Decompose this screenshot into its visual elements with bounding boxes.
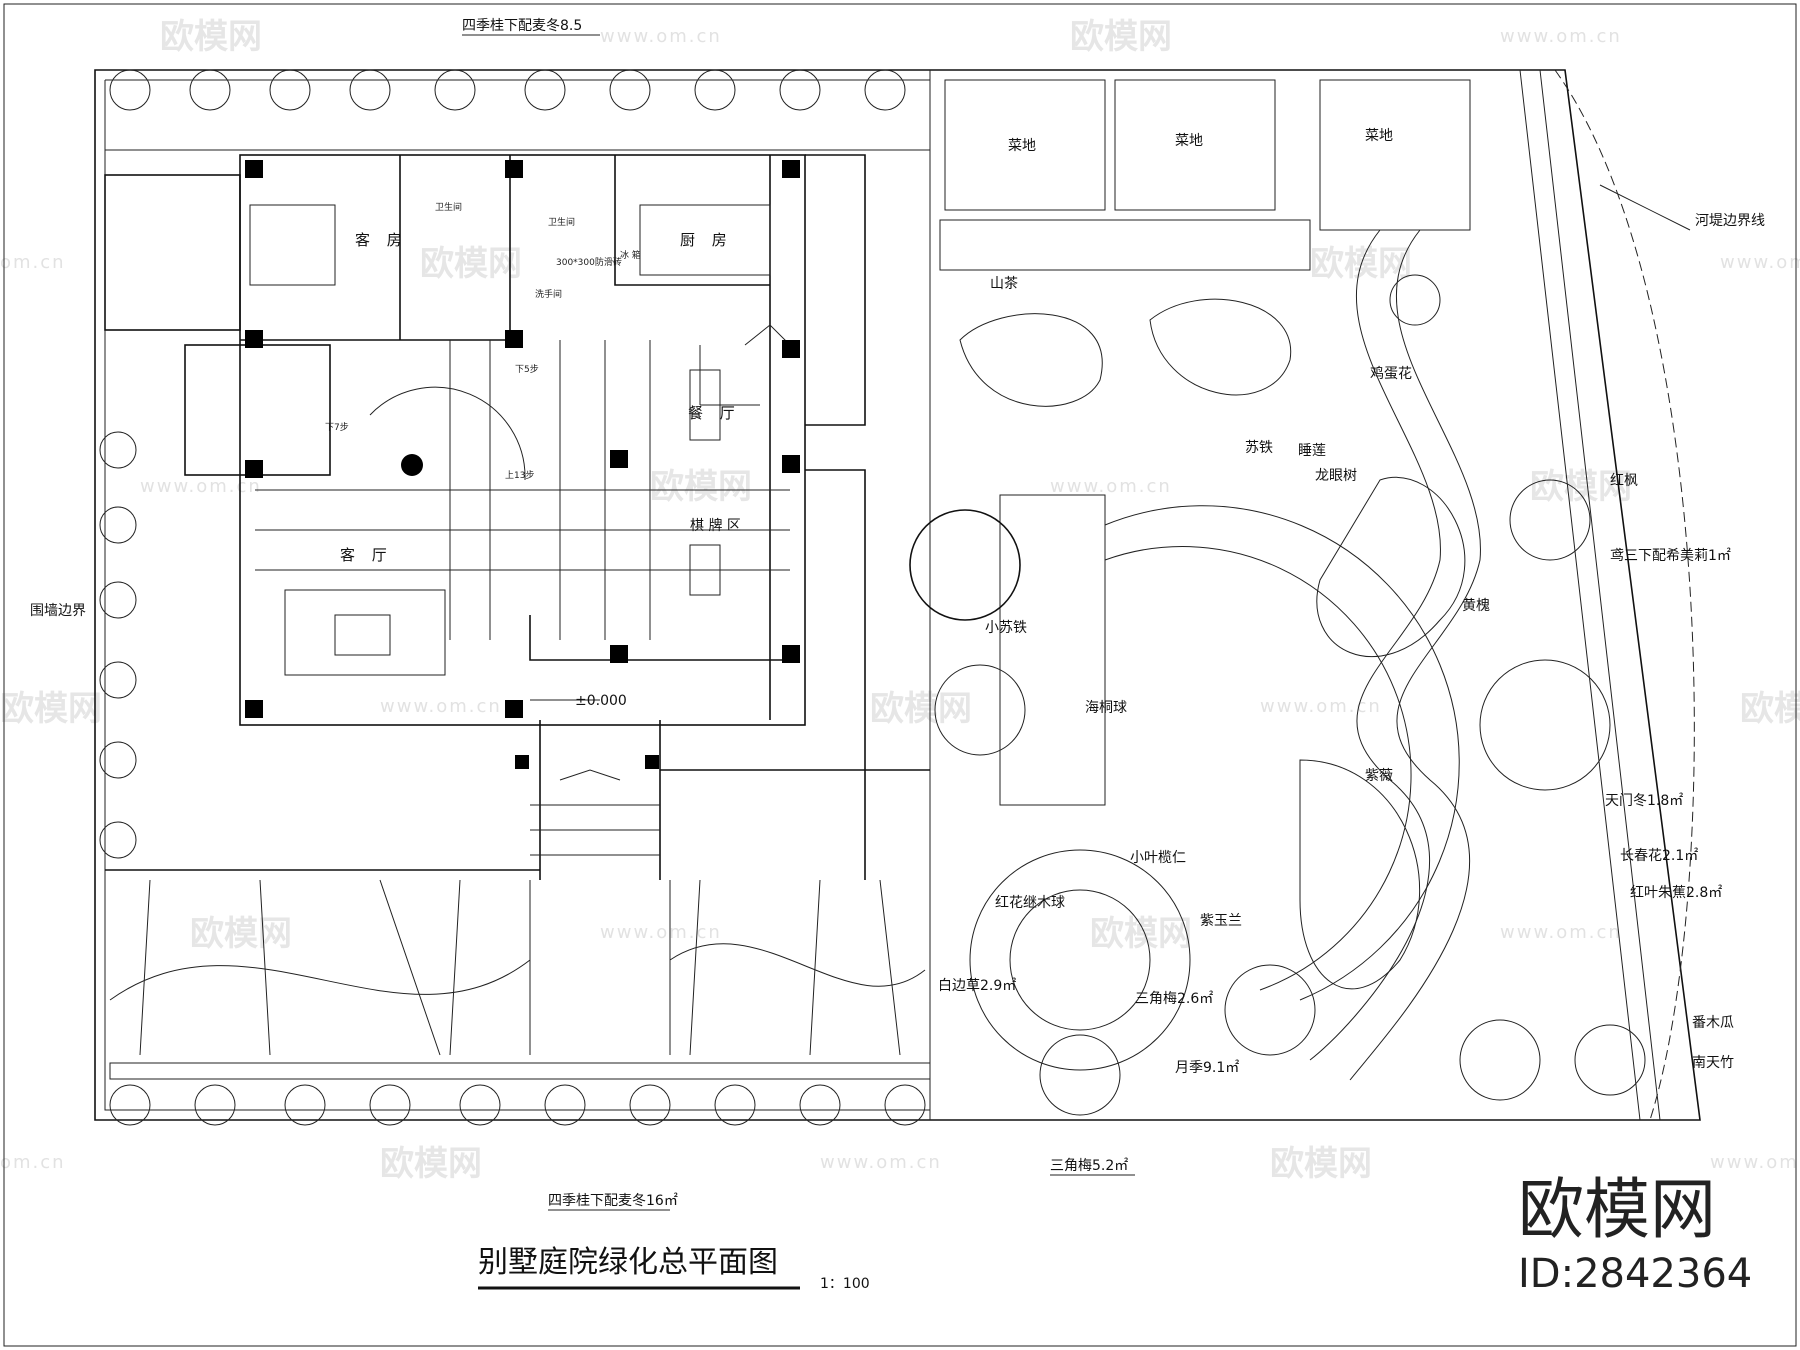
room-bathroom-2: 卫生间: [548, 216, 575, 228]
label-vegetable-2: 菜地: [1175, 133, 1203, 149]
drawing-scale: 1：100: [820, 1276, 870, 1292]
label-papaya: 番木瓜: [1692, 1015, 1734, 1031]
watermark-logo: 欧模网: [380, 1144, 482, 1184]
room-dining: 餐 厅: [688, 404, 741, 422]
front-yard-paving: [109, 879, 931, 1080]
label-small-cycas: 小苏铁: [985, 620, 1027, 636]
watermark-logo: 欧模网: [0, 689, 102, 729]
label-lotus: 睡莲: [1298, 443, 1326, 459]
watermark-logo: 欧模网: [1530, 467, 1632, 507]
title-block: 别墅庭院绿化总平面图 1：100 欧模网 ID:2842364: [478, 1171, 1752, 1297]
watermark-url: www.om.cn: [1500, 26, 1622, 47]
watermark-url: www.om.cn: [380, 696, 502, 717]
room-guest: 客 房: [355, 231, 408, 249]
label-frangipani: 鸡蛋花: [1370, 365, 1412, 382]
room-chess: 棋 牌 区: [690, 517, 741, 534]
label-nandina: 南天竹: [1692, 1055, 1734, 1071]
label-terminalia: 小叶榄仁: [1130, 850, 1186, 866]
watermark-logo: 欧模网: [870, 689, 972, 729]
room-washroom: 洗手间: [535, 288, 562, 300]
brand-id: ID:2842364: [1518, 1251, 1752, 1297]
label-magnolia: 紫玉兰: [1200, 913, 1242, 929]
drawing-title: 别墅庭院绿化总平面图: [478, 1245, 778, 1280]
label-vegetable-1: 菜地: [1008, 138, 1036, 154]
watermark-url: www.om.cn: [1720, 252, 1800, 273]
label-river-boundary: 河堤边界线: [1695, 213, 1765, 229]
label-cassia: 黄槐: [1462, 597, 1490, 614]
label-bougainvillea-2: 三角梅5.2㎡: [1050, 1158, 1128, 1174]
elevation-mark: ±0.000: [575, 693, 627, 709]
label-vegetable-3: 菜地: [1365, 128, 1393, 144]
watermark-logo: 欧模网: [420, 244, 522, 284]
watermark-url: www.om.cn: [1260, 696, 1382, 717]
label-cordyline: 红叶朱蕉2.8㎡: [1630, 885, 1722, 901]
room-labels: 客 房 卫生间 卫生间 300*300防滑砖 厨 房 冰 箱 洗手间 餐 厅 棋…: [325, 201, 741, 709]
watermark-url: www.om.cn: [820, 1152, 942, 1173]
plant-labels: 四季桂下配麦冬8.5 四季桂下配麦冬16㎡ 围墙边界 河堤边界线 菜地 菜地 菜…: [30, 18, 1765, 1211]
watermark-url: www.om.cn: [1050, 476, 1172, 497]
label-top-hedge: 四季桂下配麦冬8.5: [462, 18, 582, 34]
room-living: 客 厅: [340, 546, 393, 564]
watermark-logo: 欧模网: [190, 914, 292, 954]
room-bathroom-1: 卫生间: [435, 201, 462, 213]
watermark-url: om.cn: [0, 1152, 66, 1173]
label-crape-myrtle: 紫薇: [1365, 768, 1393, 784]
room-fridge: 冰 箱: [620, 249, 641, 261]
label-ophiopogon: 白边草2.9㎡: [938, 978, 1016, 994]
watermark-logo: 欧模网: [1090, 914, 1192, 954]
stair-up-13: 上13步: [505, 470, 534, 481]
sheet-border: [3, 3, 1797, 1347]
watermark-logo: 欧模网: [650, 467, 752, 507]
tile-note: 300*300防滑砖: [556, 256, 622, 268]
label-bougainvillea-1: 三角梅2.6㎡: [1135, 991, 1213, 1007]
watermarks: 欧模网 欧模网 www.om.cn www.om.cn 欧模网 欧模网 om.c…: [0, 17, 1800, 1184]
watermark-logo: 欧模网: [160, 17, 262, 57]
label-maple: 红枫: [1610, 473, 1638, 489]
label-wall-boundary: 围墙边界: [30, 603, 86, 619]
brand-logo-text: 欧模网: [1518, 1171, 1716, 1248]
watermark-url: www.om.cn: [600, 922, 722, 943]
label-loropetalum: 红花继木球: [995, 895, 1065, 911]
site-boundary: [94, 69, 1701, 1121]
garden-plan: [909, 79, 1646, 1116]
house-floorplan: [104, 154, 930, 880]
label-camellia: 山茶: [990, 276, 1018, 292]
watermark-url: www.om.cn: [600, 26, 722, 47]
watermark-url: www.om.cn: [1500, 922, 1622, 943]
label-cycas: 苏铁: [1245, 440, 1273, 456]
label-iris: 鸢三下配希美莉1㎡: [1610, 548, 1731, 564]
label-rose: 月季9.1㎡: [1175, 1060, 1239, 1076]
label-asparagus: 天门冬1.8㎡: [1605, 793, 1683, 809]
label-periwinkle: 长春花2.1㎡: [1620, 848, 1698, 864]
label-bottom-hedge: 四季桂下配麦冬16㎡: [548, 1193, 678, 1209]
watermark-url: www.om.cn: [1710, 1152, 1800, 1173]
room-kitchen: 厨 房: [680, 231, 733, 249]
stair-down-7: 下7步: [325, 422, 349, 433]
label-longan: 龙眼树: [1315, 468, 1357, 484]
watermark-url: om.cn: [0, 252, 66, 273]
hedge-plants: [99, 69, 926, 1126]
watermark-url: www.om.cn: [140, 476, 262, 497]
stair-down-5: 下5步: [515, 364, 539, 375]
watermark-logo: 欧模网: [1070, 17, 1172, 57]
watermark-logo: 欧模网: [1270, 1144, 1372, 1184]
label-pittosporum: 海桐球: [1085, 700, 1127, 716]
watermark-logo: 欧模网: [1740, 689, 1800, 729]
